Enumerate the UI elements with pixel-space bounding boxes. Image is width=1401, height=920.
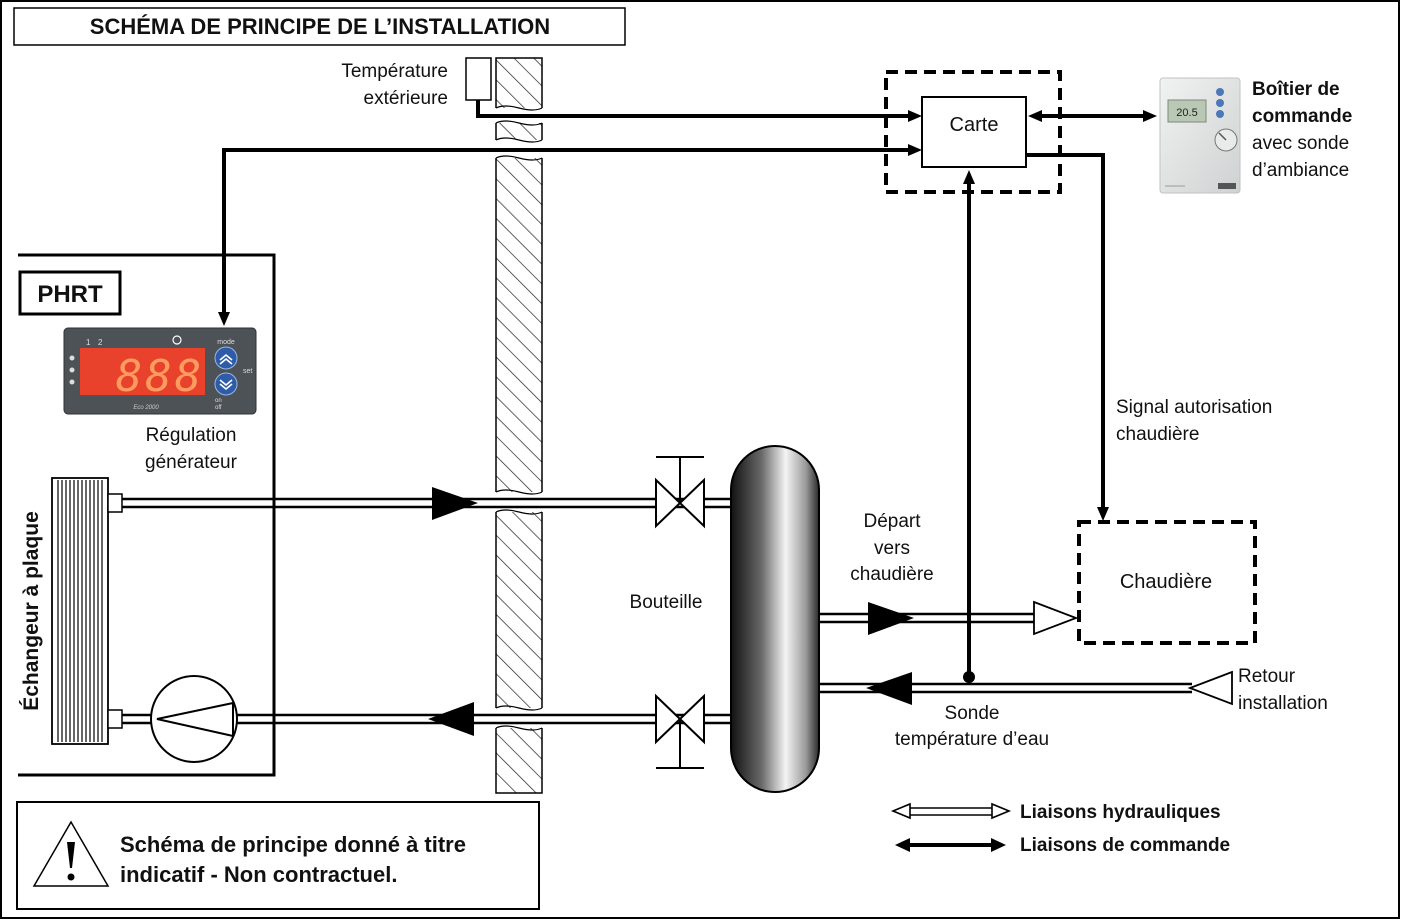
controller-status-dot — [69, 379, 75, 385]
boiler-box — [1077, 520, 1257, 645]
retour-label-line1: Retour — [1238, 666, 1296, 687]
wall — [494, 57, 544, 794]
flow-arrow-retour — [866, 672, 912, 705]
thermostat-button-3 — [1216, 110, 1224, 118]
outdoor-temp-label-line2: extérieure — [364, 88, 449, 109]
legend-hydraulic-label: Liaisons hydrauliques — [1020, 802, 1221, 823]
thermostat-device: 20.5 — [1159, 77, 1241, 194]
control-box-label-line2: commande — [1252, 106, 1352, 127]
depart-label-line3: chaudière — [850, 564, 933, 585]
control-links — [222, 100, 1145, 677]
legend-hydraulic-symbol — [890, 802, 1012, 820]
sonde-label-line1: Sonde — [945, 703, 1000, 724]
controller-mode-label: mode — [217, 339, 235, 346]
controller-set-label: set — [243, 368, 252, 375]
hydraulic-links — [122, 497, 1192, 725]
thermostat-button-1 — [1216, 88, 1224, 96]
control-arrowheads — [218, 110, 1157, 521]
bottle-label: Bouteille — [630, 592, 703, 613]
phrt-unit-enclosure — [18, 253, 276, 777]
diagram-title: SCHÉMA DE PRINCIPE DE L’INSTALLATION — [90, 14, 550, 39]
water-temp-sensor-point — [963, 671, 975, 683]
thermostat-button-2 — [1216, 99, 1224, 107]
carte-enclosure — [884, 70, 1062, 194]
phrt-label-box: PHRT — [18, 270, 122, 316]
control-box-label: Boîtier de commande avec sonde d’ambianc… — [1252, 79, 1352, 181]
depart-label-line1: Départ — [863, 511, 921, 532]
warning-text-line2: indicatif - Non contractuel. — [120, 862, 397, 887]
flow-arrow-return — [428, 702, 474, 736]
warning-box: Schéma de principe donné à titre indicat… — [16, 801, 540, 910]
control-box-label-line3: avec sonde — [1252, 133, 1349, 154]
controller-off-label: off — [215, 405, 222, 411]
legend-control-symbol — [895, 838, 1006, 852]
boiler-label: Chaudière — [1120, 571, 1212, 593]
phrt-label: PHRT — [37, 281, 103, 308]
controller-on-label: on — [215, 398, 222, 404]
flow-arrow-depart — [868, 602, 914, 635]
controller-brand: Eco 2000 — [133, 405, 159, 411]
thermostat-display: 20.5 — [1176, 107, 1197, 119]
outdoor-temp-label-line1: Température — [341, 61, 448, 82]
flow-arrows — [428, 487, 914, 736]
legend-control-label: Liaisons de commande — [1020, 835, 1230, 856]
warning-text-line1: Schéma de principe donné à titre — [120, 832, 466, 857]
controller-snowflake-icon — [172, 335, 182, 345]
hydraulic-bottle — [730, 445, 820, 793]
depart-label-line2: vers — [874, 538, 910, 559]
title-box: SCHÉMA DE PRINCIPE DE L’INSTALLATION — [13, 7, 626, 46]
control-box-label-line1: Boîtier de — [1252, 79, 1340, 100]
controller-indicator-2: 2 — [98, 338, 103, 347]
circulator-pump-icon — [150, 675, 238, 763]
controller-status-dot — [69, 367, 75, 373]
outdoor-sensor: Température extérieure — [341, 57, 492, 109]
exchanger-label: Échangeur à plaque — [20, 511, 43, 711]
regulation-label-line1: Régulation — [146, 425, 237, 446]
signal-label-line1: Signal autorisation — [1116, 397, 1272, 418]
sonde-label-line2: température d’eau — [895, 729, 1049, 750]
regulation-label-line2: générateur — [145, 452, 238, 473]
regulation-controller: 888 1 2 mode set on off Eco 2000 — [63, 327, 257, 415]
signal-label-line2: chaudière — [1116, 424, 1199, 445]
retour-inlet-arrow — [1187, 670, 1233, 706]
retour-label-line2: installation — [1238, 693, 1328, 714]
controller-status-dot — [69, 355, 75, 361]
controller-indicator-1: 1 — [86, 338, 91, 347]
controller-display: 888 — [116, 351, 204, 402]
depart-outlet-arrow — [1033, 600, 1079, 636]
carte-label: Carte — [950, 114, 999, 136]
warning-icon — [32, 820, 110, 887]
plate-heat-exchanger — [51, 477, 123, 745]
flow-arrow-supply — [432, 487, 478, 520]
valve-bottom-icon — [655, 693, 705, 769]
valve-top-icon — [655, 456, 705, 529]
carte-box: Carte — [921, 96, 1027, 168]
legend: Liaisons hydrauliques Liaisons de comman… — [890, 802, 1230, 856]
control-box-label-line4: d’ambiance — [1252, 160, 1349, 181]
